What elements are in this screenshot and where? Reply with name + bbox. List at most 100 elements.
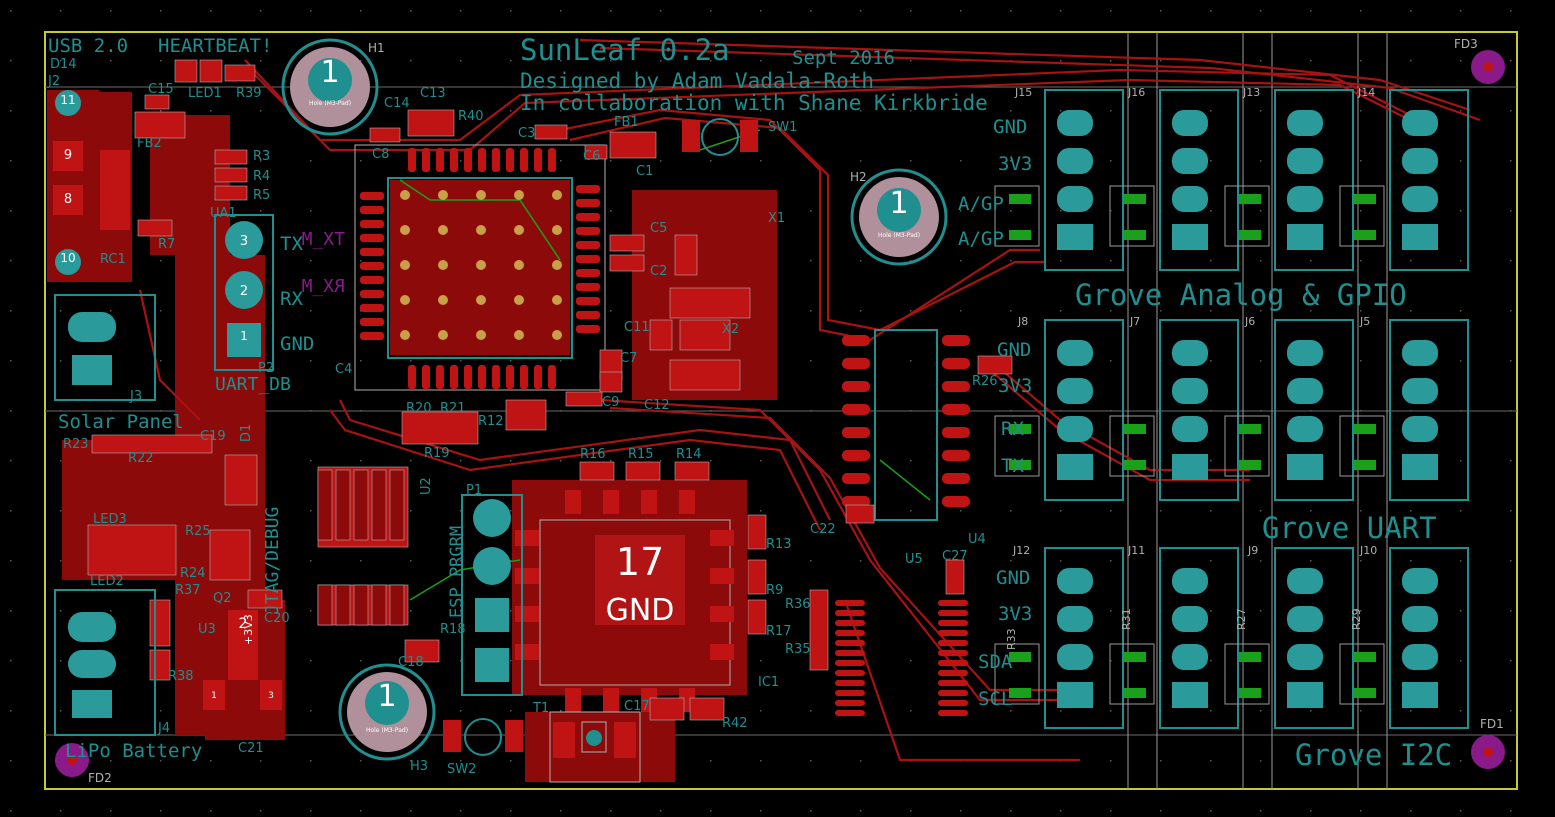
grove-smd: [1009, 230, 1031, 240]
via: [476, 330, 486, 340]
esp-pin: [360, 234, 384, 242]
u4-pad: [842, 450, 870, 461]
grid-dot: [760, 710, 762, 712]
gnd-pad-number: 17: [616, 540, 664, 584]
grid-dot: [1010, 210, 1012, 212]
via: [514, 190, 524, 200]
grid-dot: [1160, 810, 1162, 812]
grid-dot: [60, 560, 62, 562]
grid-dot: [1410, 710, 1412, 712]
switch-sw2[interactable]: [443, 718, 523, 756]
ref-h3: H3: [410, 759, 428, 774]
switch-sw1[interactable]: [682, 118, 758, 156]
ref-r15: R15: [628, 447, 654, 462]
ref-h1: H1: [368, 41, 385, 55]
h1-number: 1: [320, 55, 339, 90]
ic1-pad: [515, 644, 539, 660]
grid-dot: [10, 60, 12, 62]
gnd-pad[interactable]: 17 GND: [595, 535, 685, 628]
grid-dot: [1310, 510, 1312, 512]
grid-dot: [1010, 10, 1012, 12]
u4-pad: [842, 381, 870, 392]
grid-dot: [1210, 610, 1212, 612]
lipo-connector[interactable]: [54, 589, 156, 736]
mounting-hole-h2[interactable]: 1 Hole (M3-Pad): [850, 168, 948, 266]
grid-dot: [410, 360, 412, 362]
grid-dot: [1210, 160, 1212, 162]
u5-pad: [835, 710, 865, 716]
grid-dot: [1110, 10, 1112, 12]
grid-dot: [10, 10, 12, 12]
grove-left-labels: GND 3V3 A/GP A/GP GND 3V3 RX TX GND 3V3 …: [958, 116, 1032, 710]
mounting-hole-h3[interactable]: 1 Hole (M3-Pad): [338, 663, 436, 761]
grid-dot: [310, 360, 312, 362]
grove-pin: [1287, 148, 1323, 174]
ref-j10: J10: [1359, 544, 1377, 557]
ref-j11: J11: [1127, 544, 1145, 557]
grove-resistor-pair: [1109, 643, 1155, 705]
grid-dot: [460, 760, 462, 762]
grid-dot: [810, 110, 812, 112]
grove-pin: [1057, 224, 1093, 250]
grove-smd: [1239, 230, 1261, 240]
esp-pin: [576, 213, 600, 221]
smd-pad: [747, 559, 767, 595]
grid-dot: [260, 10, 262, 12]
grove-smd: [1354, 194, 1376, 204]
grid-dot: [160, 60, 162, 62]
grid-dot: [310, 810, 312, 812]
uart-header[interactable]: 3 2 1: [214, 214, 274, 371]
ref-j15: J15: [1014, 86, 1032, 99]
smd-pad: [369, 127, 401, 143]
u4-pad: [842, 427, 870, 438]
grid-dot: [910, 660, 912, 662]
esp-pin: [450, 365, 458, 389]
grid-dot: [60, 510, 62, 512]
smd-pad: [674, 234, 698, 276]
grid-dot: [1210, 460, 1212, 462]
grove-resistor-pair: [1224, 643, 1270, 705]
grove-resistor-pair: [1109, 185, 1155, 247]
prgrm-pad-3: [473, 547, 511, 585]
ref-r23: R23: [63, 437, 89, 452]
via: [476, 260, 486, 270]
grid-dot: [1510, 60, 1512, 62]
u4-pad: [942, 450, 970, 461]
usb-pin-10: [55, 249, 81, 275]
esp-prgrm-header[interactable]: [461, 494, 523, 696]
grid-dot: [660, 60, 662, 62]
grid-dot: [310, 260, 312, 262]
grid-dot: [960, 160, 962, 162]
ref-c22: C22: [810, 522, 836, 537]
ic1-pad: [710, 530, 734, 546]
grove-resistor-refs: R33 R31 R27 R29: [1005, 608, 1363, 650]
grid-dot: [1360, 160, 1362, 162]
label-grove-uart: Grove UART: [1262, 511, 1437, 545]
grid-dot: [210, 760, 212, 762]
grid-dot: [1210, 510, 1212, 512]
ref-r18: R18: [440, 622, 466, 637]
grove-pin: [1402, 606, 1438, 632]
grid-dot: [1310, 10, 1312, 12]
grid-dot: [110, 760, 112, 762]
mounting-hole-h1[interactable]: 1 Hole (M3-Pad): [281, 38, 379, 136]
grid-dot: [1260, 760, 1262, 762]
smd-pad: [214, 185, 248, 201]
grove-pin: [1287, 416, 1323, 442]
esp-pin: [534, 365, 542, 389]
grid-dot: [860, 110, 862, 112]
grid-dot: [910, 10, 912, 12]
esp-pin: [360, 276, 384, 284]
grid-dot: [1060, 510, 1062, 512]
grove-smd: [1354, 688, 1376, 698]
grove-smd: [1239, 688, 1261, 698]
grid-dot: [610, 10, 612, 12]
grid-dot: [1410, 260, 1412, 262]
grid-dot: [110, 10, 112, 12]
ref-x1: X1: [768, 211, 785, 226]
grid-dot: [1360, 360, 1362, 362]
solar-connector[interactable]: [54, 294, 156, 401]
usb-connector[interactable]: 11 9 8 10: [47, 90, 130, 280]
grid-dot: [310, 560, 312, 562]
u3-pad2-net: +3V3: [242, 614, 255, 645]
